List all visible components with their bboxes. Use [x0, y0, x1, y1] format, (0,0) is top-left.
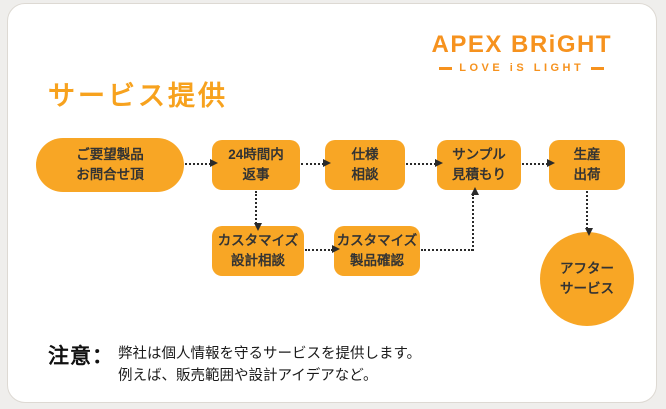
arrow-spec-to-sample-icon: [406, 159, 443, 167]
brand-name: APEX BRiGHT: [431, 31, 612, 58]
arrow-design-to-confirm-icon: [305, 245, 340, 253]
flow-step-custom-confirm: カスタマイズ 製品確認: [334, 226, 420, 276]
flow-step-inquiry: ご要望製品 お問合せ頂: [36, 138, 184, 192]
notice-label: 注意：: [48, 345, 114, 368]
brand-logo: APEX BRiGHT LOVE iS LIGHT: [431, 31, 612, 74]
tagline-text: LOVE iS LIGHT: [459, 62, 585, 75]
page-title: サービス提供: [48, 81, 228, 111]
arrow-reply-to-design-icon: [253, 191, 262, 231]
arrow-confirm-up-to-sample-icon: [470, 187, 479, 251]
notice-text: 弊社は個人情報を守るサービスを提供します。 例えば、販売範囲や設計アイデアなど。: [118, 344, 421, 388]
flow-step-sample-quote: サンプル 見積もり: [437, 140, 521, 190]
connector-confirm-to-sample-icon: [421, 249, 473, 251]
notice-line-1: 弊社は個人情報を守るサービスを提供します。: [118, 346, 422, 362]
notice: 注意： 弊社は個人情報を守るサービスを提供します。 例えば、販売範囲や設計アイデ…: [48, 340, 421, 388]
flow-step-reply-24h: 24時間内 返事: [212, 140, 300, 190]
arrow-production-to-after-icon: [584, 191, 593, 236]
flow-step-production-ship: 生産 出荷: [549, 140, 625, 190]
arrow-inquiry-to-reply-icon: [185, 159, 218, 167]
tagline-dash-right-icon: [591, 66, 605, 70]
brand-tagline: LOVE iS LIGHT: [431, 62, 612, 74]
flow-step-after-service: アフター サービス: [540, 232, 634, 326]
arrow-reply-to-spec-icon: [301, 159, 331, 167]
flow-step-spec-consult: 仕様 相談: [325, 140, 405, 190]
service-card: APEX BRiGHT LOVE iS LIGHT サービス提供 ご要望製品 お…: [7, 3, 657, 403]
notice-line-2: 例えば、販売範囲や設計アイデアなど。: [118, 367, 378, 384]
flow-step-custom-design: カスタマイズ 設計相談: [212, 226, 304, 276]
tagline-dash-left-icon: [439, 66, 453, 70]
arrow-sample-to-production-icon: [522, 159, 555, 167]
